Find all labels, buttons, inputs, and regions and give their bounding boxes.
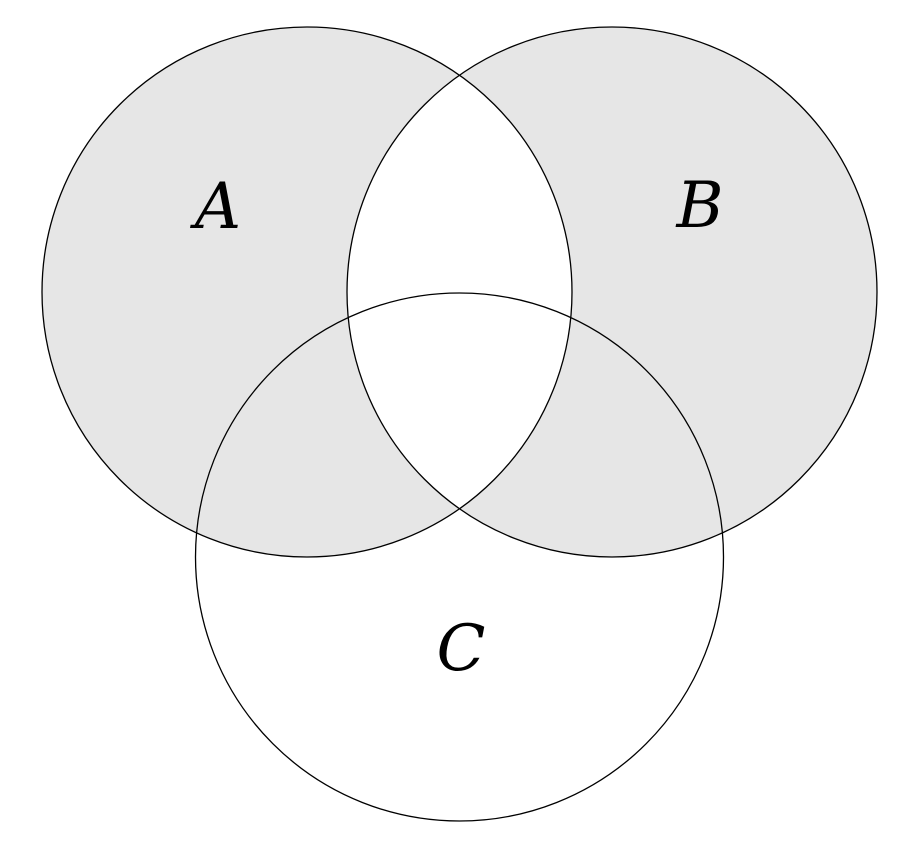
set-label-c: C xyxy=(437,612,486,686)
set-label-a: A xyxy=(190,170,241,244)
circle-a-outline xyxy=(41,26,573,558)
circle-c-outline xyxy=(194,292,725,822)
circle-b-outline xyxy=(346,26,878,558)
set-label-b: B xyxy=(675,169,723,243)
shaded-region-symmetric-difference xyxy=(42,27,877,557)
